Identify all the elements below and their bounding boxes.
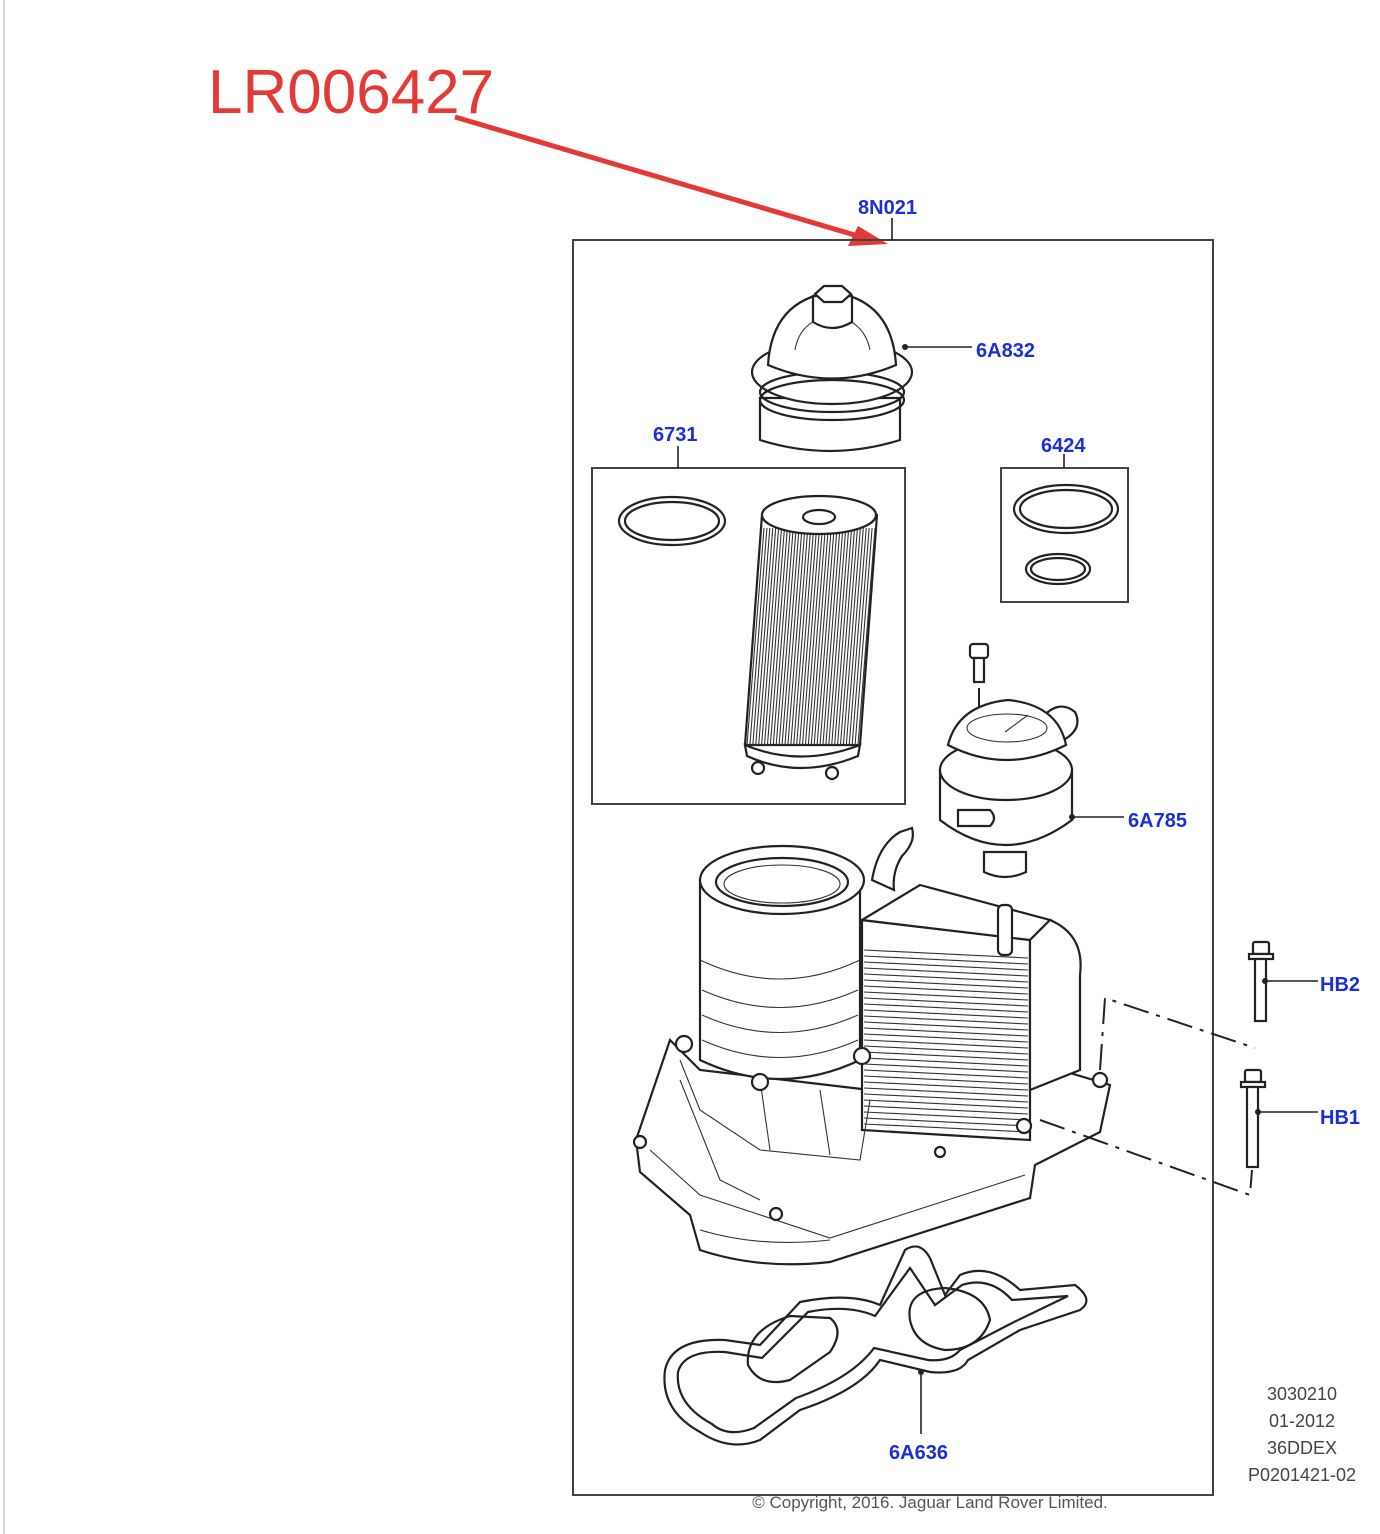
filter-cap — [750, 284, 914, 453]
filter-element — [743, 494, 879, 781]
part-number-text: LR006427 — [208, 58, 494, 127]
gasket-leader-dot — [918, 1369, 924, 1375]
annotation-arrow-shaft — [454, 114, 859, 239]
bolt-lower — [1239, 1068, 1267, 1169]
o-ring-large — [1012, 483, 1120, 535]
bolt-alignment-lines — [1039, 996, 1256, 1197]
bolt-upper-leader-dot — [1262, 978, 1268, 984]
part-number-annotation: LR006427 — [208, 58, 888, 246]
callout-filter-element-kit[interactable]: 6731 — [653, 424, 698, 446]
reference-line-3: 36DDEX — [1267, 1438, 1337, 1458]
filter-o-ring — [617, 495, 727, 547]
valve — [938, 698, 1079, 879]
bolt-upper — [1247, 940, 1275, 1023]
filter-cap-leader-dot — [902, 344, 908, 350]
reference-line-2: 01-2012 — [1269, 1411, 1335, 1431]
reference-line-1: 3030210 — [1267, 1384, 1337, 1404]
callout-assembly[interactable]: 8N021 — [858, 197, 917, 219]
o-ring-kit-frame — [1000, 467, 1129, 603]
callout-o-ring-kit[interactable]: 6424 — [1041, 435, 1086, 457]
callout-filter-cap[interactable]: 6A832 — [976, 340, 1035, 362]
callout-gasket[interactable]: 6A636 — [889, 1442, 948, 1464]
annotation-arrow-head — [848, 226, 888, 246]
copyright-text: © Copyright, 2016. Jaguar Land Rover Lim… — [752, 1493, 1108, 1512]
o-ring-small — [1024, 552, 1092, 586]
reference-line-4: P0201421-02 — [1248, 1465, 1356, 1485]
callout-bolt-lower[interactable]: HB1 — [1320, 1107, 1360, 1129]
filter-pleats — [746, 527, 876, 746]
bolt-lower-leader-dot — [1255, 1109, 1261, 1115]
filter-element-kit-frame — [591, 467, 906, 805]
assembly-frame — [572, 239, 1214, 1496]
valve-leader-dot — [1069, 814, 1075, 820]
oil-filter-housing — [632, 826, 1112, 1266]
callout-bolt-upper[interactable]: HB2 — [1320, 974, 1360, 996]
gasket — [663, 1245, 1088, 1446]
cooler-fins — [863, 949, 1029, 1133]
callout-valve[interactable]: 6A785 — [1128, 810, 1187, 832]
